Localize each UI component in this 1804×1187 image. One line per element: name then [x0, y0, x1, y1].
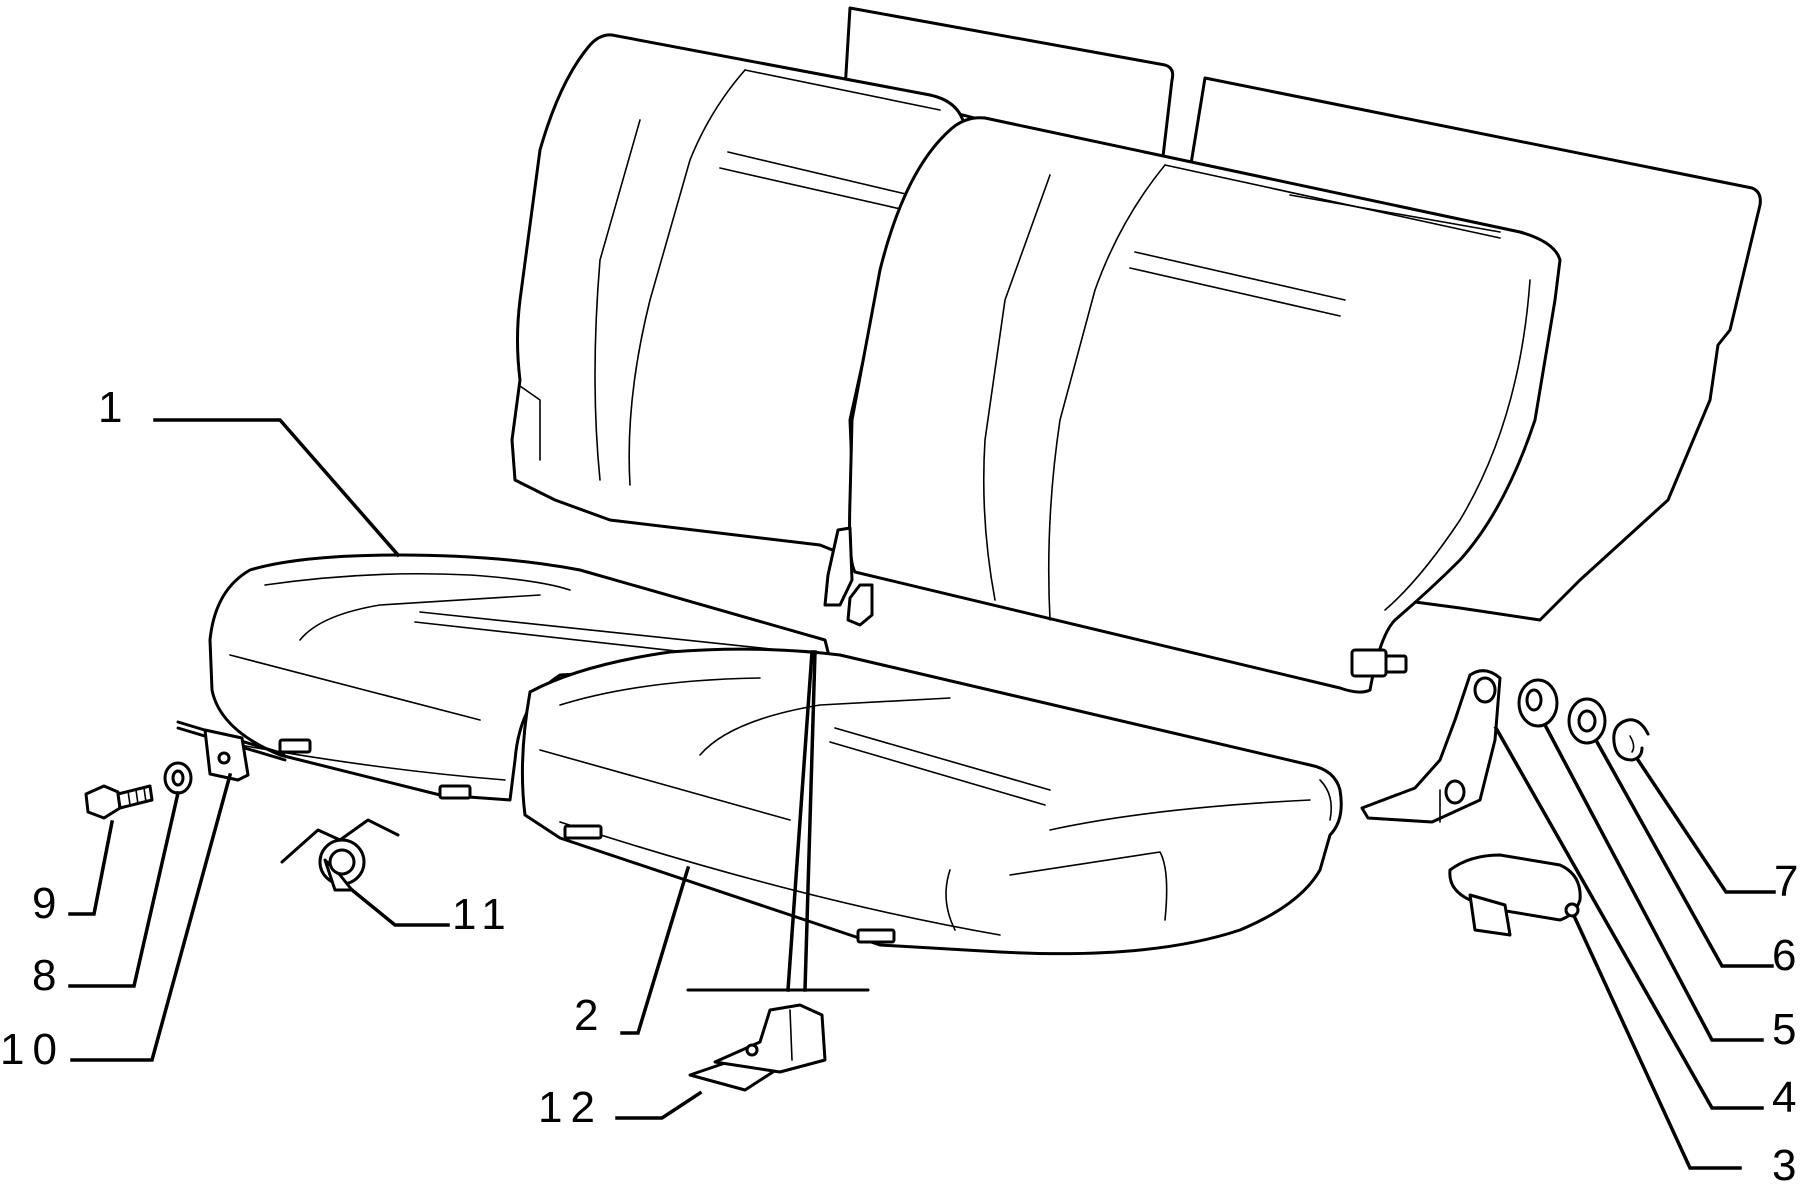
hinge-pin — [1350, 648, 1388, 678]
part-4-hinge-bracket — [1360, 669, 1502, 824]
leader-11 — [349, 887, 450, 927]
leader-3 — [1572, 915, 1742, 1170]
part-8-washer — [163, 761, 193, 795]
label-5: 5 — [1772, 1005, 1804, 1054]
leader-7 — [1635, 757, 1776, 894]
label-8: 8 — [32, 951, 64, 1000]
label-2: 2 — [574, 991, 606, 1040]
part-labels: 1 2 9 8 10 11 12 7 6 5 4 3 — [0, 383, 1804, 1187]
part-9-bolt — [84, 784, 154, 820]
label-6: 6 — [1772, 931, 1804, 980]
part-12-latch — [686, 988, 870, 1092]
label-7: 7 — [1774, 857, 1804, 906]
seat-back-latch — [823, 526, 874, 627]
label-10: 10 — [0, 1025, 65, 1074]
label-1: 1 — [98, 383, 130, 432]
seat-back-left — [510, 33, 967, 557]
leader-9 — [68, 819, 115, 916]
part-5-washer — [1517, 678, 1559, 728]
label-3: 3 — [1772, 1141, 1804, 1187]
label-9: 9 — [32, 879, 64, 928]
part-7-clip — [1612, 718, 1650, 762]
leader-lines — [68, 418, 1776, 1170]
seat-cushion-right — [520, 647, 1343, 956]
leader-4 — [1493, 725, 1764, 1110]
part-10-bracket — [176, 720, 287, 782]
leader-6 — [1594, 739, 1774, 968]
leader-1 — [153, 418, 401, 558]
part-11-fastener — [280, 818, 400, 892]
part-6-washer — [1567, 697, 1607, 745]
seat-back-right — [848, 116, 1562, 694]
seat-cushion-left — [208, 553, 832, 802]
leader-12 — [615, 1090, 703, 1120]
leader-12-up2 — [803, 650, 817, 992]
label-11: 11 — [452, 890, 514, 939]
leader-8 — [68, 790, 181, 988]
leader-5 — [1542, 722, 1764, 1042]
leader-12-up — [786, 650, 814, 992]
label-4: 4 — [1772, 1073, 1804, 1122]
leader-10 — [70, 772, 233, 1062]
leader-2 — [620, 865, 691, 1035]
label-12: 12 — [538, 1083, 603, 1132]
part-3-cover — [1448, 853, 1582, 937]
